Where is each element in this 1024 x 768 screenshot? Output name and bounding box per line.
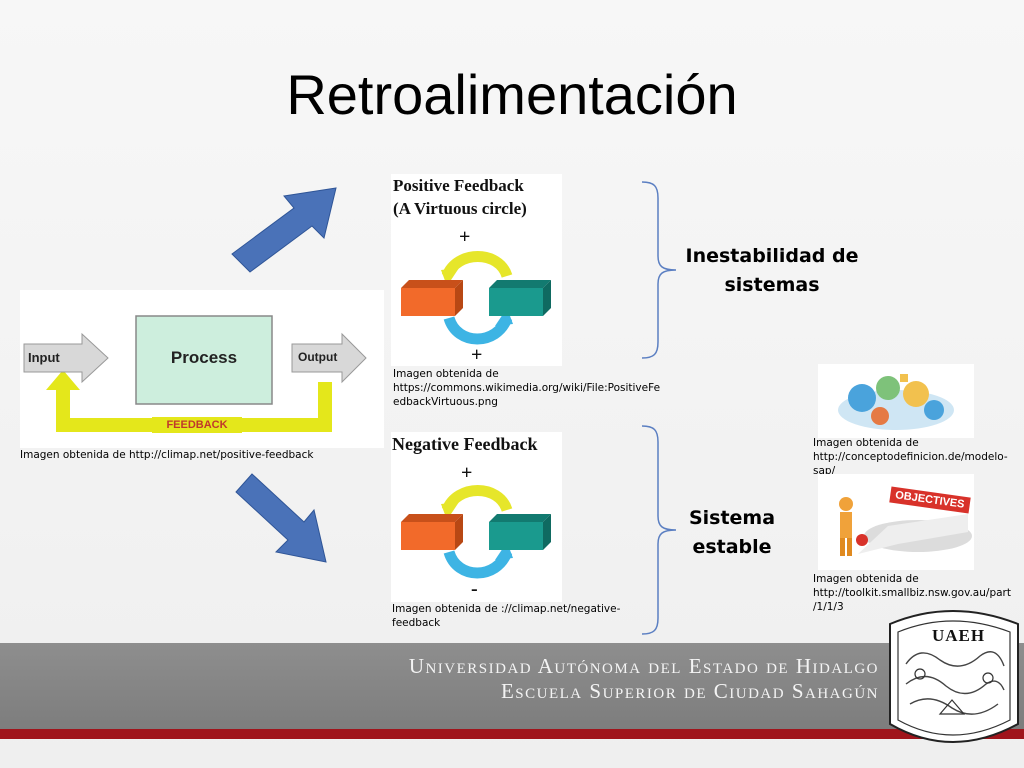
negative-sign-bottom: -: [471, 578, 478, 600]
footer-school-name: Escuela Superior de Ciudad Sahagún: [500, 679, 879, 703]
process-diagram-graphic: [23, 315, 367, 433]
uaeh-seal-logo: UAEH: [880, 604, 1024, 760]
seal-text: UAEH: [932, 626, 986, 645]
objectives-caption-line-3: /1/1/3: [813, 601, 844, 613]
input-label: Input: [28, 350, 60, 365]
negative-cycle-graphic: [401, 485, 551, 579]
brace-top: [641, 181, 677, 359]
model-caption-line-2: http://conceptodefinicion.de/modelo-: [813, 451, 1008, 463]
concept-stable-line-1: Sistema: [688, 507, 776, 529]
process-diagram-image: Input Process Output FEEDBACK: [20, 290, 384, 448]
arrow-up-right-icon: [231, 187, 337, 273]
positive-caption-line-3: edbackVirtuous.png: [393, 396, 498, 408]
brace-bottom: [641, 425, 677, 635]
objectives-image: OBJECTIVES: [818, 474, 974, 570]
positive-feedback-image: Positive Feedback (A Virtuous circle) + …: [391, 174, 562, 366]
feedback-label: FEEDBACK: [166, 419, 228, 431]
model-sap-caption: Imagen obtenida de http://conceptodefini…: [813, 436, 1008, 478]
concept-instability-line-1: Inestabilidad de: [685, 245, 859, 267]
slide-title: Retroalimentación: [286, 63, 738, 126]
model-caption-line-1: Imagen obtenida de: [813, 437, 919, 449]
negative-caption-line-1: Imagen obtenida de ://climap.net/negativ…: [392, 603, 621, 615]
positive-feedback-heading-2: (A Virtuous circle): [393, 199, 527, 218]
negative-caption-line-2: feedback: [392, 617, 441, 629]
positive-feedback-caption: Imagen obtenida de https://commons.wikim…: [393, 367, 660, 409]
positive-caption-line-1: Imagen obtenida de: [393, 368, 499, 380]
footer-band: [0, 643, 1024, 729]
arrow-down-right-icon: [235, 473, 327, 563]
objectives-caption: Imagen obtenida de http://toolkit.smallb…: [813, 572, 1011, 614]
model-sap-graphic: [838, 374, 954, 430]
positive-caption-line-2: https://commons.wikimedia.org/wiki/File:…: [393, 382, 661, 394]
negative-feedback-heading: Negative Feedback: [392, 434, 538, 454]
concept-instability: Inestabilidad de sistemas: [684, 242, 860, 300]
negative-sign-top: +: [461, 462, 473, 484]
virtuous-circle-graphic: [401, 251, 551, 345]
negative-feedback-caption: Imagen obtenida de ://climap.net/negativ…: [392, 602, 620, 630]
concept-stable-line-2: estable: [692, 536, 772, 558]
objectives-caption-line-2: http://toolkit.smallbiz.nsw.gov.au/part: [813, 587, 1011, 599]
footer-university-name: Universidad Autónoma del Estado de Hidal…: [408, 654, 879, 678]
seal-graphic: [889, 610, 1019, 743]
concept-stable: Sistema estable: [680, 504, 784, 562]
model-sap-image: [818, 364, 974, 438]
output-label: Output: [298, 350, 338, 364]
process-diagram-caption: Imagen obtenida de http://climap.net/pos…: [20, 449, 314, 461]
objectives-graphic: [839, 497, 972, 556]
positive-feedback-heading-1: Positive Feedback: [393, 176, 524, 195]
positive-sign-bottom: +: [471, 344, 483, 366]
process-label: Process: [170, 348, 238, 367]
negative-feedback-image: Negative Feedback + -: [391, 432, 562, 602]
concept-instability-line-2: sistemas: [724, 274, 820, 296]
footer-red-stripe: [0, 729, 1024, 739]
objectives-caption-line-1: Imagen obtenida de: [813, 573, 919, 585]
positive-sign-top: +: [459, 226, 471, 248]
